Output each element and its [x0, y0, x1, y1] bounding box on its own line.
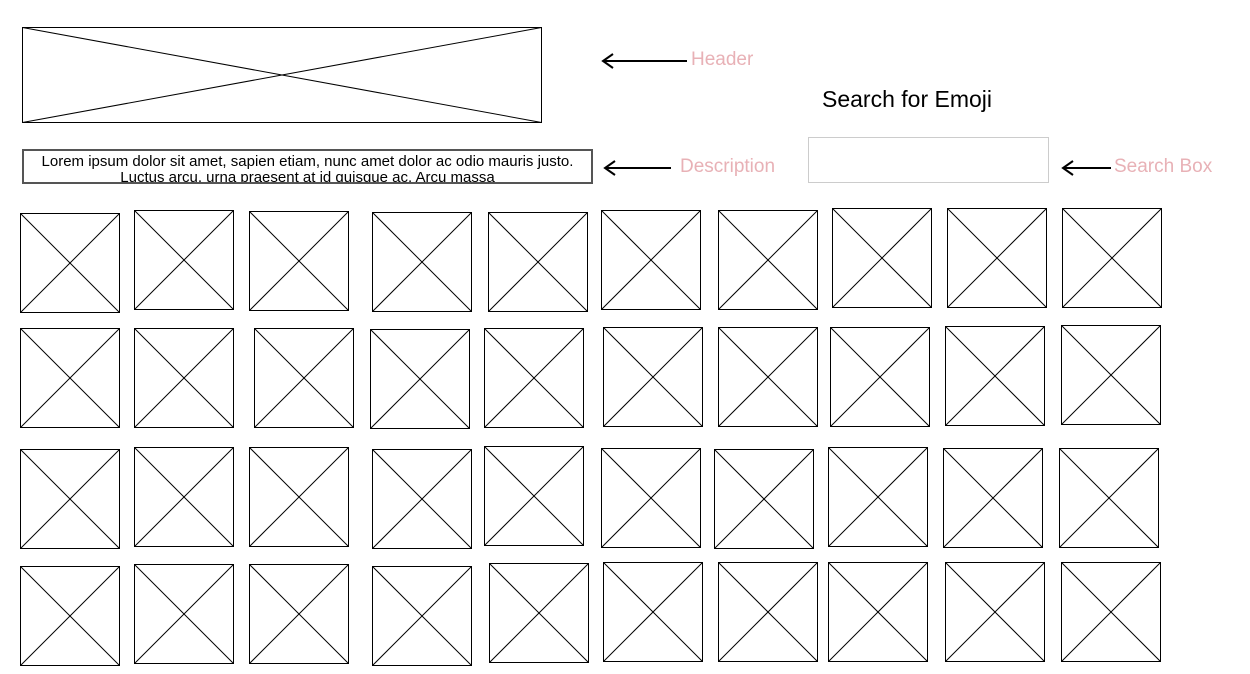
search-box-annotation: Search Box — [1061, 155, 1231, 179]
description-annotation: Description — [603, 155, 803, 179]
emoji-placeholder[interactable] — [947, 208, 1047, 308]
emoji-placeholder[interactable] — [603, 562, 703, 662]
arrow-left-icon — [1061, 160, 1111, 176]
emoji-placeholder[interactable] — [249, 211, 349, 311]
emoji-placeholder[interactable] — [718, 210, 818, 310]
emoji-placeholder[interactable] — [601, 448, 701, 548]
emoji-placeholder[interactable] — [254, 328, 354, 428]
emoji-placeholder[interactable] — [20, 566, 120, 666]
emoji-placeholder[interactable] — [20, 213, 120, 313]
emoji-placeholder[interactable] — [1061, 562, 1161, 662]
emoji-placeholder[interactable] — [488, 212, 588, 312]
search-title: Search for Emoji — [822, 86, 993, 112]
emoji-placeholder[interactable] — [249, 564, 349, 664]
emoji-placeholder[interactable] — [134, 328, 234, 428]
header-image-placeholder — [22, 27, 542, 123]
emoji-placeholder[interactable] — [714, 449, 814, 549]
emoji-placeholder[interactable] — [718, 562, 818, 662]
emoji-placeholder[interactable] — [1062, 208, 1162, 308]
emoji-placeholder[interactable] — [828, 447, 928, 547]
emoji-placeholder[interactable] — [372, 212, 472, 312]
header-annotation: Header — [601, 48, 781, 72]
emoji-placeholder[interactable] — [20, 328, 120, 428]
emoji-placeholder[interactable] — [601, 210, 701, 310]
emoji-placeholder[interactable] — [372, 566, 472, 666]
description-annotation-label: Description — [680, 156, 776, 177]
description-box: Lorem ipsum dolor sit amet, sapien etiam… — [22, 149, 593, 184]
emoji-placeholder[interactable] — [484, 446, 584, 546]
emoji-placeholder[interactable] — [134, 564, 234, 664]
emoji-placeholder[interactable] — [830, 327, 930, 427]
emoji-placeholder[interactable] — [489, 563, 589, 663]
emoji-placeholder[interactable] — [832, 208, 932, 308]
emoji-placeholder[interactable] — [20, 449, 120, 549]
emoji-placeholder[interactable] — [945, 326, 1045, 426]
emoji-placeholder[interactable] — [1059, 448, 1159, 548]
search-input[interactable] — [808, 137, 1049, 183]
emoji-placeholder[interactable] — [718, 327, 818, 427]
emoji-placeholder[interactable] — [370, 329, 470, 429]
emoji-placeholder[interactable] — [943, 448, 1043, 548]
emoji-placeholder[interactable] — [134, 210, 234, 310]
emoji-placeholder[interactable] — [1061, 325, 1161, 425]
search-box-annotation-label: Search Box — [1114, 156, 1213, 177]
emoji-placeholder[interactable] — [945, 562, 1045, 662]
emoji-placeholder[interactable] — [603, 327, 703, 427]
arrow-left-icon — [601, 53, 687, 69]
emoji-placeholder[interactable] — [249, 447, 349, 547]
emoji-placeholder[interactable] — [828, 562, 928, 662]
header-annotation-label: Header — [691, 49, 754, 70]
emoji-placeholder[interactable] — [372, 449, 472, 549]
description-text: Lorem ipsum dolor sit amet, sapien etiam… — [41, 153, 574, 184]
arrow-left-icon — [603, 160, 671, 176]
emoji-placeholder[interactable] — [484, 328, 584, 428]
emoji-placeholder[interactable] — [134, 447, 234, 547]
